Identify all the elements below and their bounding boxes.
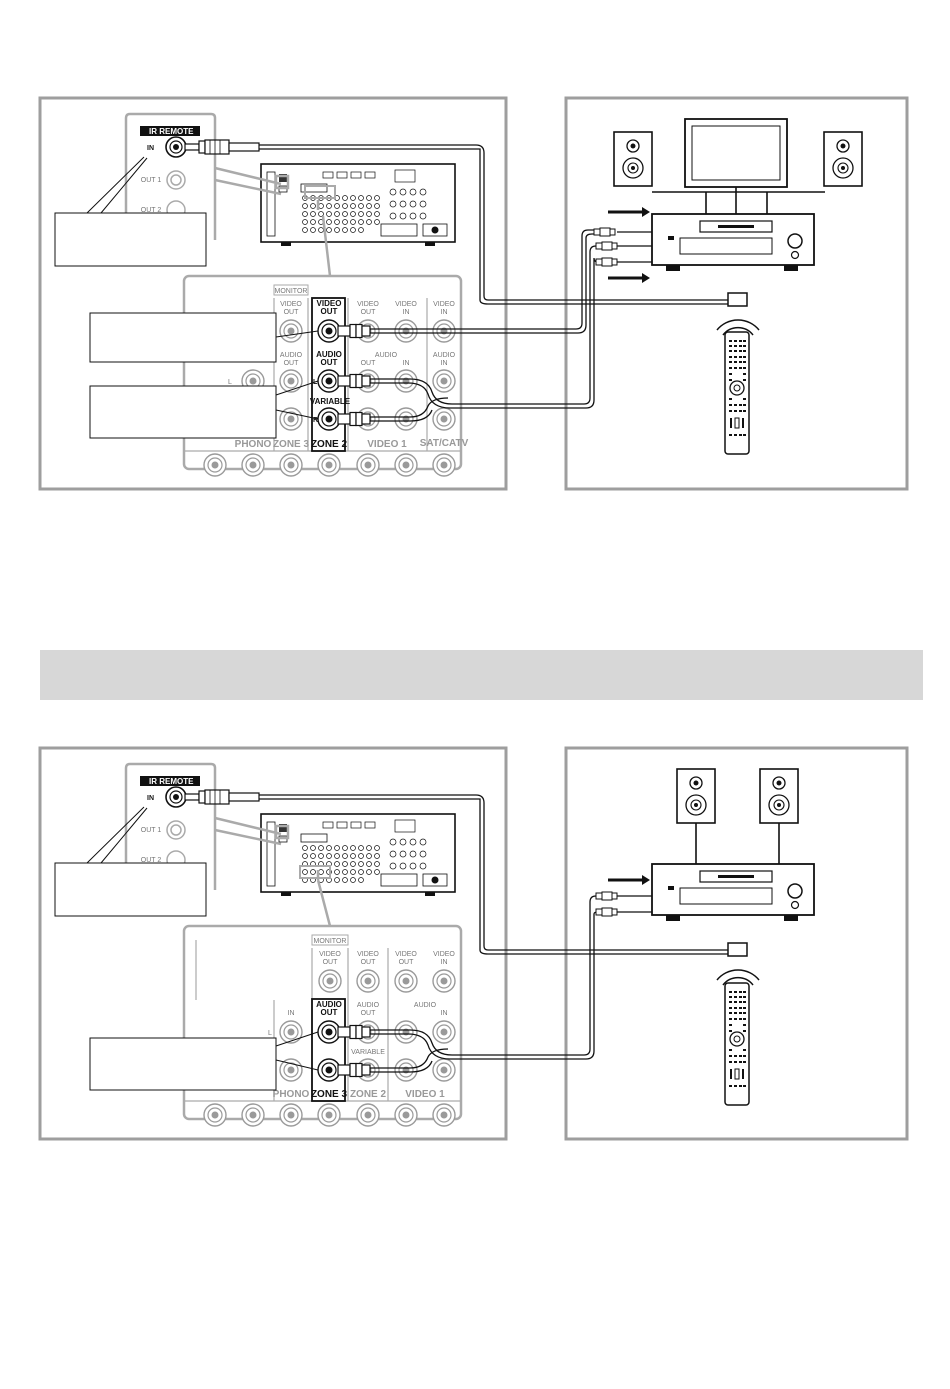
zone3-audio-label: AUDIO [414,1002,437,1009]
zone3-audio-callout-box [89,1037,277,1091]
zone3-l-label: L [268,1030,272,1037]
zone3-ir-callout-box [54,862,207,917]
zone2-monitor-label: MONITOR [275,288,308,295]
zone3-vid1-in-l1: VIDEO [433,951,455,958]
zone2-zone3-label: ZONE 3 [273,439,310,450]
zone2-remote-control [724,331,750,455]
zone2-signal-arrows [608,207,650,283]
zone3-zone2-label: ZONE 2 [350,1089,387,1100]
zone2-audio-l-plug [337,373,371,389]
zone3-mon-video-out-l2: OUT [323,959,339,966]
zone3-z2-audio-out-l2: OUT [361,1010,377,1017]
zone2-monitor-video-out-l1: VIDEO [280,301,302,308]
section-heading-bar [40,650,923,700]
zone2-vid1-out-l2: OUT [361,309,377,316]
zone2-sat-in-l1: VIDEO [433,301,455,308]
zone3-z2-video-out-l2: OUT [361,959,377,966]
zone3-vid1-out-l2: OUT [399,959,415,966]
zone2-r-label: R [313,417,318,424]
zone2-sat-audio-l1: AUDIO [433,352,456,359]
zone2-video-callout-box [89,312,277,363]
zone2-ir-remote-banner [140,126,200,136]
zone2-audio-out-l1: AUDIO [316,350,342,359]
zone3-receiver-thumbnail [260,813,456,897]
zone3-phono-label: PHONO [273,1089,310,1100]
zone2-right-speaker [823,131,863,187]
zone2-monitor-audio-out-l2: OUT [284,360,300,367]
zone3-vid1-in-l2: IN [441,959,448,966]
zone3-mon-video-out-l1: VIDEO [319,951,341,958]
zone2-video1-label: VIDEO 1 [367,439,407,450]
zone3-room-receiver [651,863,815,921]
zone2-zone2-label: ZONE 2 [311,439,348,450]
zone2-ir-out1-label: OUT 1 [141,177,162,184]
zone2-ir-receiver [727,292,748,307]
zone2-variable-label: VARIABLE [310,397,351,406]
zone3-remote-control [724,982,750,1106]
zone3-room-input-plugs [595,891,652,917]
zone3-z2-audio-out-l1: AUDIO [357,1002,380,1009]
zone2-room-input-plugs [593,227,652,267]
zone2-sat-audio-l2: IN [441,360,448,367]
zone2-ir-remote-label: IR REMOTE [149,127,194,136]
zone3-audio-l-plug [337,1024,371,1040]
zone2-audio-callout-box [89,385,277,439]
zone3-right-speaker [759,768,799,824]
zone2-tv [684,118,788,188]
zone2-audio-out-l2: OUT [321,358,338,367]
zone3-ir-in-label: IN [147,795,154,802]
zone3-audio-r-plug [337,1062,371,1078]
zone3-signal-arrow [608,875,650,885]
zone2-vid1-audio-out: OUT [361,360,377,367]
zone2-monitor-audio-out-l1: AUDIO [280,352,303,359]
zone3-vid1-audio-in: IN [441,1010,448,1017]
zone2-left-speaker [613,131,653,187]
zone2-l-label: L [313,379,318,386]
zone3-ir-remote-label: IR REMOTE [149,777,194,786]
zone2-video-out-l2: OUT [321,307,338,316]
zone2-output-group [311,297,346,452]
zone2-ir-panel [124,112,217,240]
zone3-phono-in-label: IN [288,1010,295,1017]
zone3-zone3-label: ZONE 3 [311,1089,348,1100]
zone2-receiver-thumbnail [260,163,456,247]
zone2-cables [259,144,728,422]
zone3-output-group [311,998,346,1102]
zone2-audio-label: AUDIO [375,352,398,359]
zone3-ir-out1-label: OUT 1 [141,827,162,834]
zone3-ir-panel [124,762,217,890]
zone2-satcatv-label: SAT/CATV [420,438,469,449]
zone3-variable-label: VARIABLE [351,1049,385,1056]
zone3-ir-receiver [727,942,748,957]
zone2-video-out-l1: VIDEO [317,299,342,308]
zone3-left-speaker [676,768,716,824]
zone3-video1-label: VIDEO 1 [405,1089,445,1100]
zone2-ir-out2-label: OUT 2 [141,207,162,214]
zone2-vid1-in-l1: VIDEO [395,301,417,308]
zone3-audio-out-l2: OUT [321,1008,338,1017]
zone2-ir-mini-plug [184,139,260,155]
zone2-audio-r-plug [337,411,371,427]
zone2-phono-label: PHONO [235,439,272,450]
zone2-monitor-video-out-l2: OUT [284,309,300,316]
zone2-room-receiver [651,213,815,271]
zone3-z2-video-out-l1: VIDEO [357,951,379,958]
zone2-sat-in-l2: IN [441,309,448,316]
zone3-vid1-out-l1: VIDEO [395,951,417,958]
zone2-vid1-audio-in: IN [403,360,410,367]
zone3-ir-mini-plug [184,789,260,805]
zone3-ir-out2-label: OUT 2 [141,857,162,864]
zone2-ir-in-label: IN [147,145,154,152]
zone2-l-left-label: L [228,379,232,386]
zone3-audio-out-l1: AUDIO [316,1000,342,1009]
zone2-video-plug [337,323,371,339]
zone2-ir-callout-box [54,212,207,267]
zone3-monitor-label: MONITOR [314,938,347,945]
zone3-cables [259,794,728,1073]
zone2-vid1-in-l2: IN [403,309,410,316]
zone2-vid1-out-l1: VIDEO [357,301,379,308]
